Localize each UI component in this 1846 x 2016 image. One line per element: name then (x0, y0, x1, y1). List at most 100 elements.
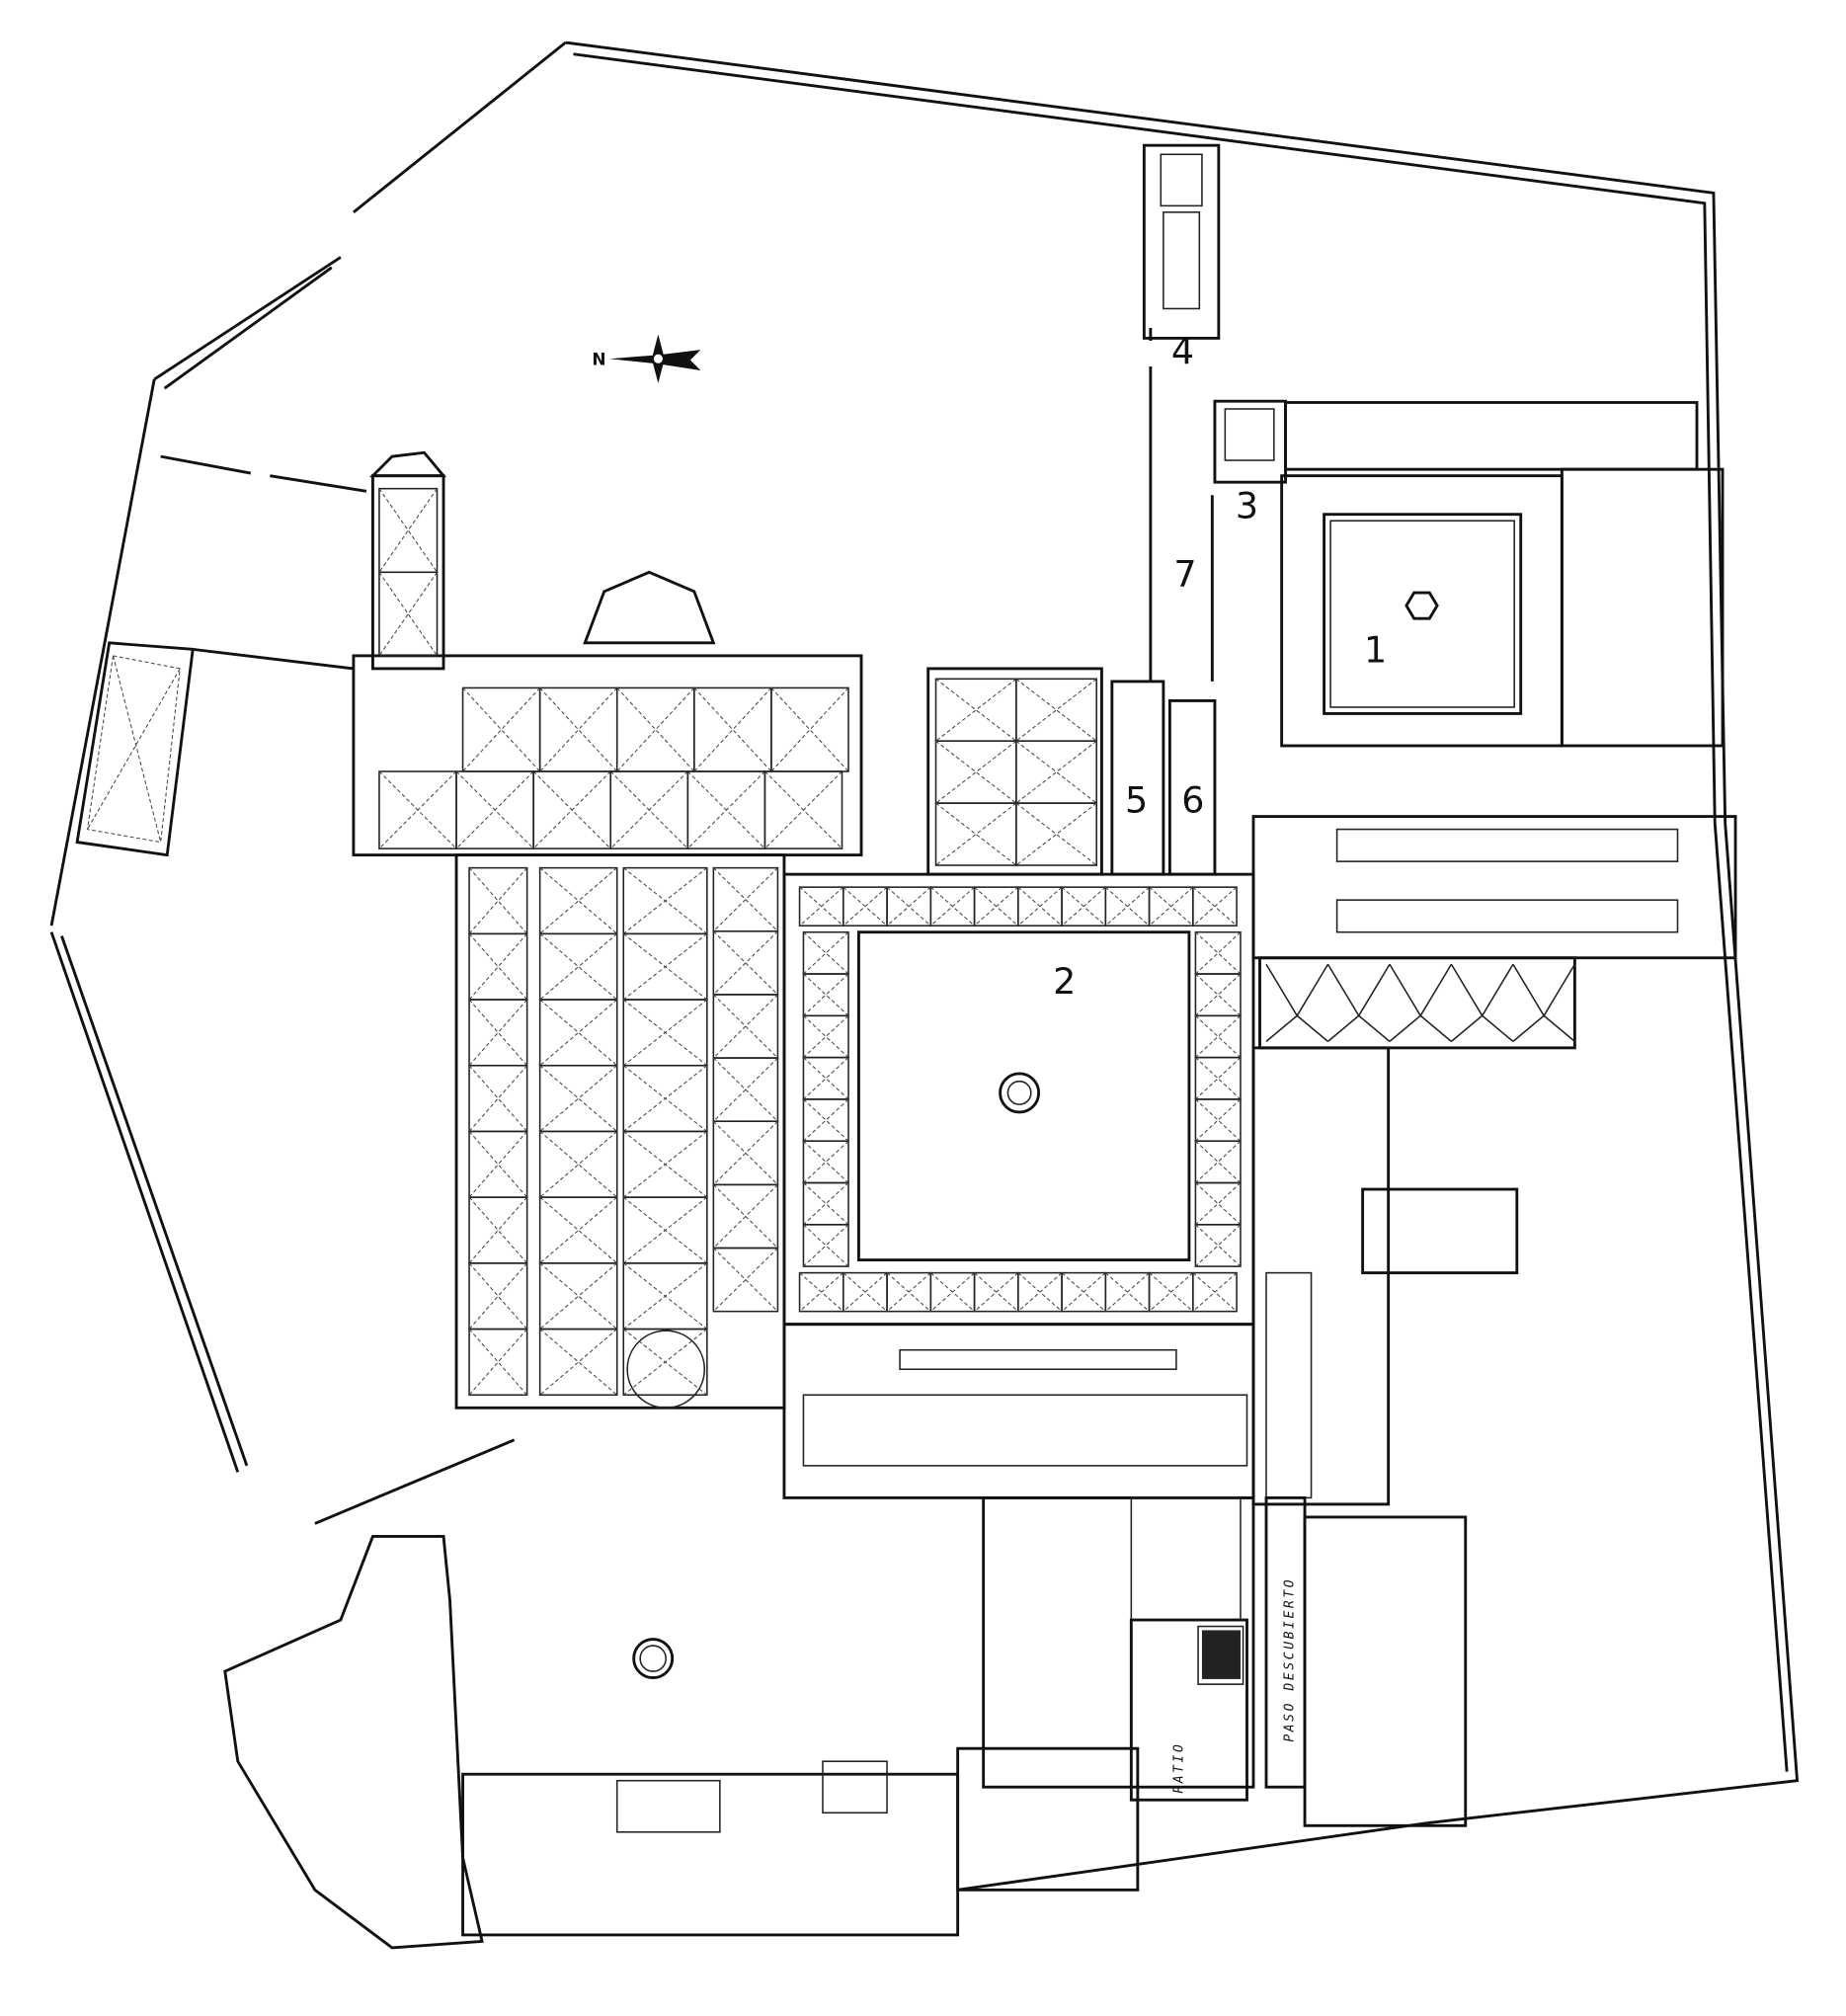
vault-rib (468, 1262, 528, 1330)
east-range (1251, 815, 1737, 960)
vault-rib (539, 1131, 618, 1198)
vault-rib (1265, 963, 1329, 1042)
vault-rib (803, 931, 849, 975)
vault-rib (539, 1196, 618, 1264)
wall-outline (1329, 520, 1515, 708)
vault-rib (803, 1057, 849, 1100)
vault-rib (803, 1140, 849, 1183)
vault-rib (468, 1131, 528, 1198)
vault-rib (539, 867, 618, 934)
vault-rib (378, 571, 438, 657)
label-room-3: 3 (1236, 485, 1258, 527)
vault-rib (803, 1182, 849, 1226)
vault-rib (886, 886, 931, 927)
east-lower-block (1303, 1515, 1468, 1827)
vault-rib (622, 1329, 708, 1396)
label-patio: PATIO (1171, 1742, 1186, 1794)
vault-rib (799, 886, 844, 927)
wall-outline (802, 1394, 1248, 1467)
vault-rib (468, 932, 528, 1001)
vault-rib (803, 973, 849, 1016)
vault-rib (539, 1065, 618, 1132)
vault-rib (803, 1224, 849, 1267)
vault-rib (539, 999, 618, 1067)
service-rooms (1251, 1046, 1391, 1506)
building-4 (1142, 143, 1221, 340)
label-room-5: 5 (1125, 779, 1148, 822)
vault-rib (1450, 963, 1514, 1042)
vault-rib (378, 770, 457, 849)
vault-rib (935, 678, 1017, 742)
vault-rib (539, 932, 618, 1001)
wall-outline (1160, 153, 1203, 207)
vault-rib (1195, 931, 1242, 975)
vault-rib (712, 1183, 778, 1249)
vault-rib (622, 1065, 708, 1132)
vault-rib (616, 687, 695, 772)
vault-rib (1017, 1272, 1063, 1313)
vault-bay (770, 686, 849, 772)
label-cloister-2: 2 (1053, 960, 1076, 1003)
church-apse (583, 570, 716, 645)
label-room-4: 4 (1171, 330, 1194, 372)
vault-rib (1017, 886, 1063, 927)
wall-outline (899, 1348, 1177, 1371)
vault-rib (712, 1248, 778, 1313)
vaulted-hall (1258, 956, 1576, 1050)
wall-outline (1265, 1271, 1313, 1499)
vault-rib (803, 1014, 849, 1058)
wall-outline (822, 1760, 888, 1814)
wall-outline (615, 1779, 721, 1833)
wall-outline (1335, 828, 1679, 862)
wall-outline (1335, 899, 1679, 933)
vault-bay (802, 1224, 849, 1267)
vault-rib (712, 930, 778, 996)
vault-rib (935, 740, 1017, 804)
label-room-6: 6 (1181, 779, 1204, 822)
vault-rib (712, 994, 778, 1059)
vault-rib (1015, 678, 1097, 742)
vault-bay (468, 1328, 528, 1397)
vault-rib (1195, 1057, 1242, 1100)
vault-rib (462, 687, 541, 772)
apse-circle (626, 1330, 706, 1410)
vault-rib (609, 770, 688, 849)
lower-west-block (982, 1495, 1255, 1789)
vault-rib (929, 1272, 975, 1313)
vault-bay (1192, 1271, 1238, 1313)
vault-rib (1061, 1272, 1106, 1313)
annex (1361, 1187, 1519, 1275)
label-cloister-1: 1 (1364, 628, 1387, 671)
vault-bay (1194, 1224, 1242, 1267)
vault-rib (1104, 886, 1150, 927)
vault-rib (1195, 1098, 1242, 1142)
fountain-2 (999, 1072, 1041, 1114)
room-labels: 1 2 3 4 5 6 7 PATIO PASO DESCUBIERTO (1053, 330, 1387, 1793)
vault-rib (770, 687, 849, 772)
vault-rib (539, 1262, 618, 1330)
vault-rib (1015, 802, 1097, 866)
vault-rib (712, 1057, 778, 1122)
vault-rib (1149, 1272, 1194, 1313)
vault-rib (935, 802, 1017, 866)
vault-rib (86, 655, 181, 844)
vault-rib (1192, 1272, 1238, 1313)
vault-rib (622, 1196, 708, 1264)
vault-rib (803, 1098, 849, 1142)
vault-rib (1389, 963, 1453, 1042)
vault-rib (622, 932, 708, 1001)
vault-rib (712, 1120, 778, 1185)
vault-rib (1061, 886, 1106, 927)
vault-rib (686, 770, 765, 849)
vault-rib (1015, 740, 1097, 804)
vault-rib (468, 1196, 528, 1264)
vault-rib (693, 687, 772, 772)
cloister-2-outer (782, 872, 1255, 1327)
cloister-2-garth (856, 930, 1191, 1262)
vault-rib (1195, 1224, 1242, 1267)
vault-rib (712, 867, 778, 932)
vault-rib (1195, 1014, 1242, 1058)
vault-bay (378, 571, 439, 657)
vault-rib (455, 770, 534, 849)
vault-rib (1326, 963, 1391, 1042)
